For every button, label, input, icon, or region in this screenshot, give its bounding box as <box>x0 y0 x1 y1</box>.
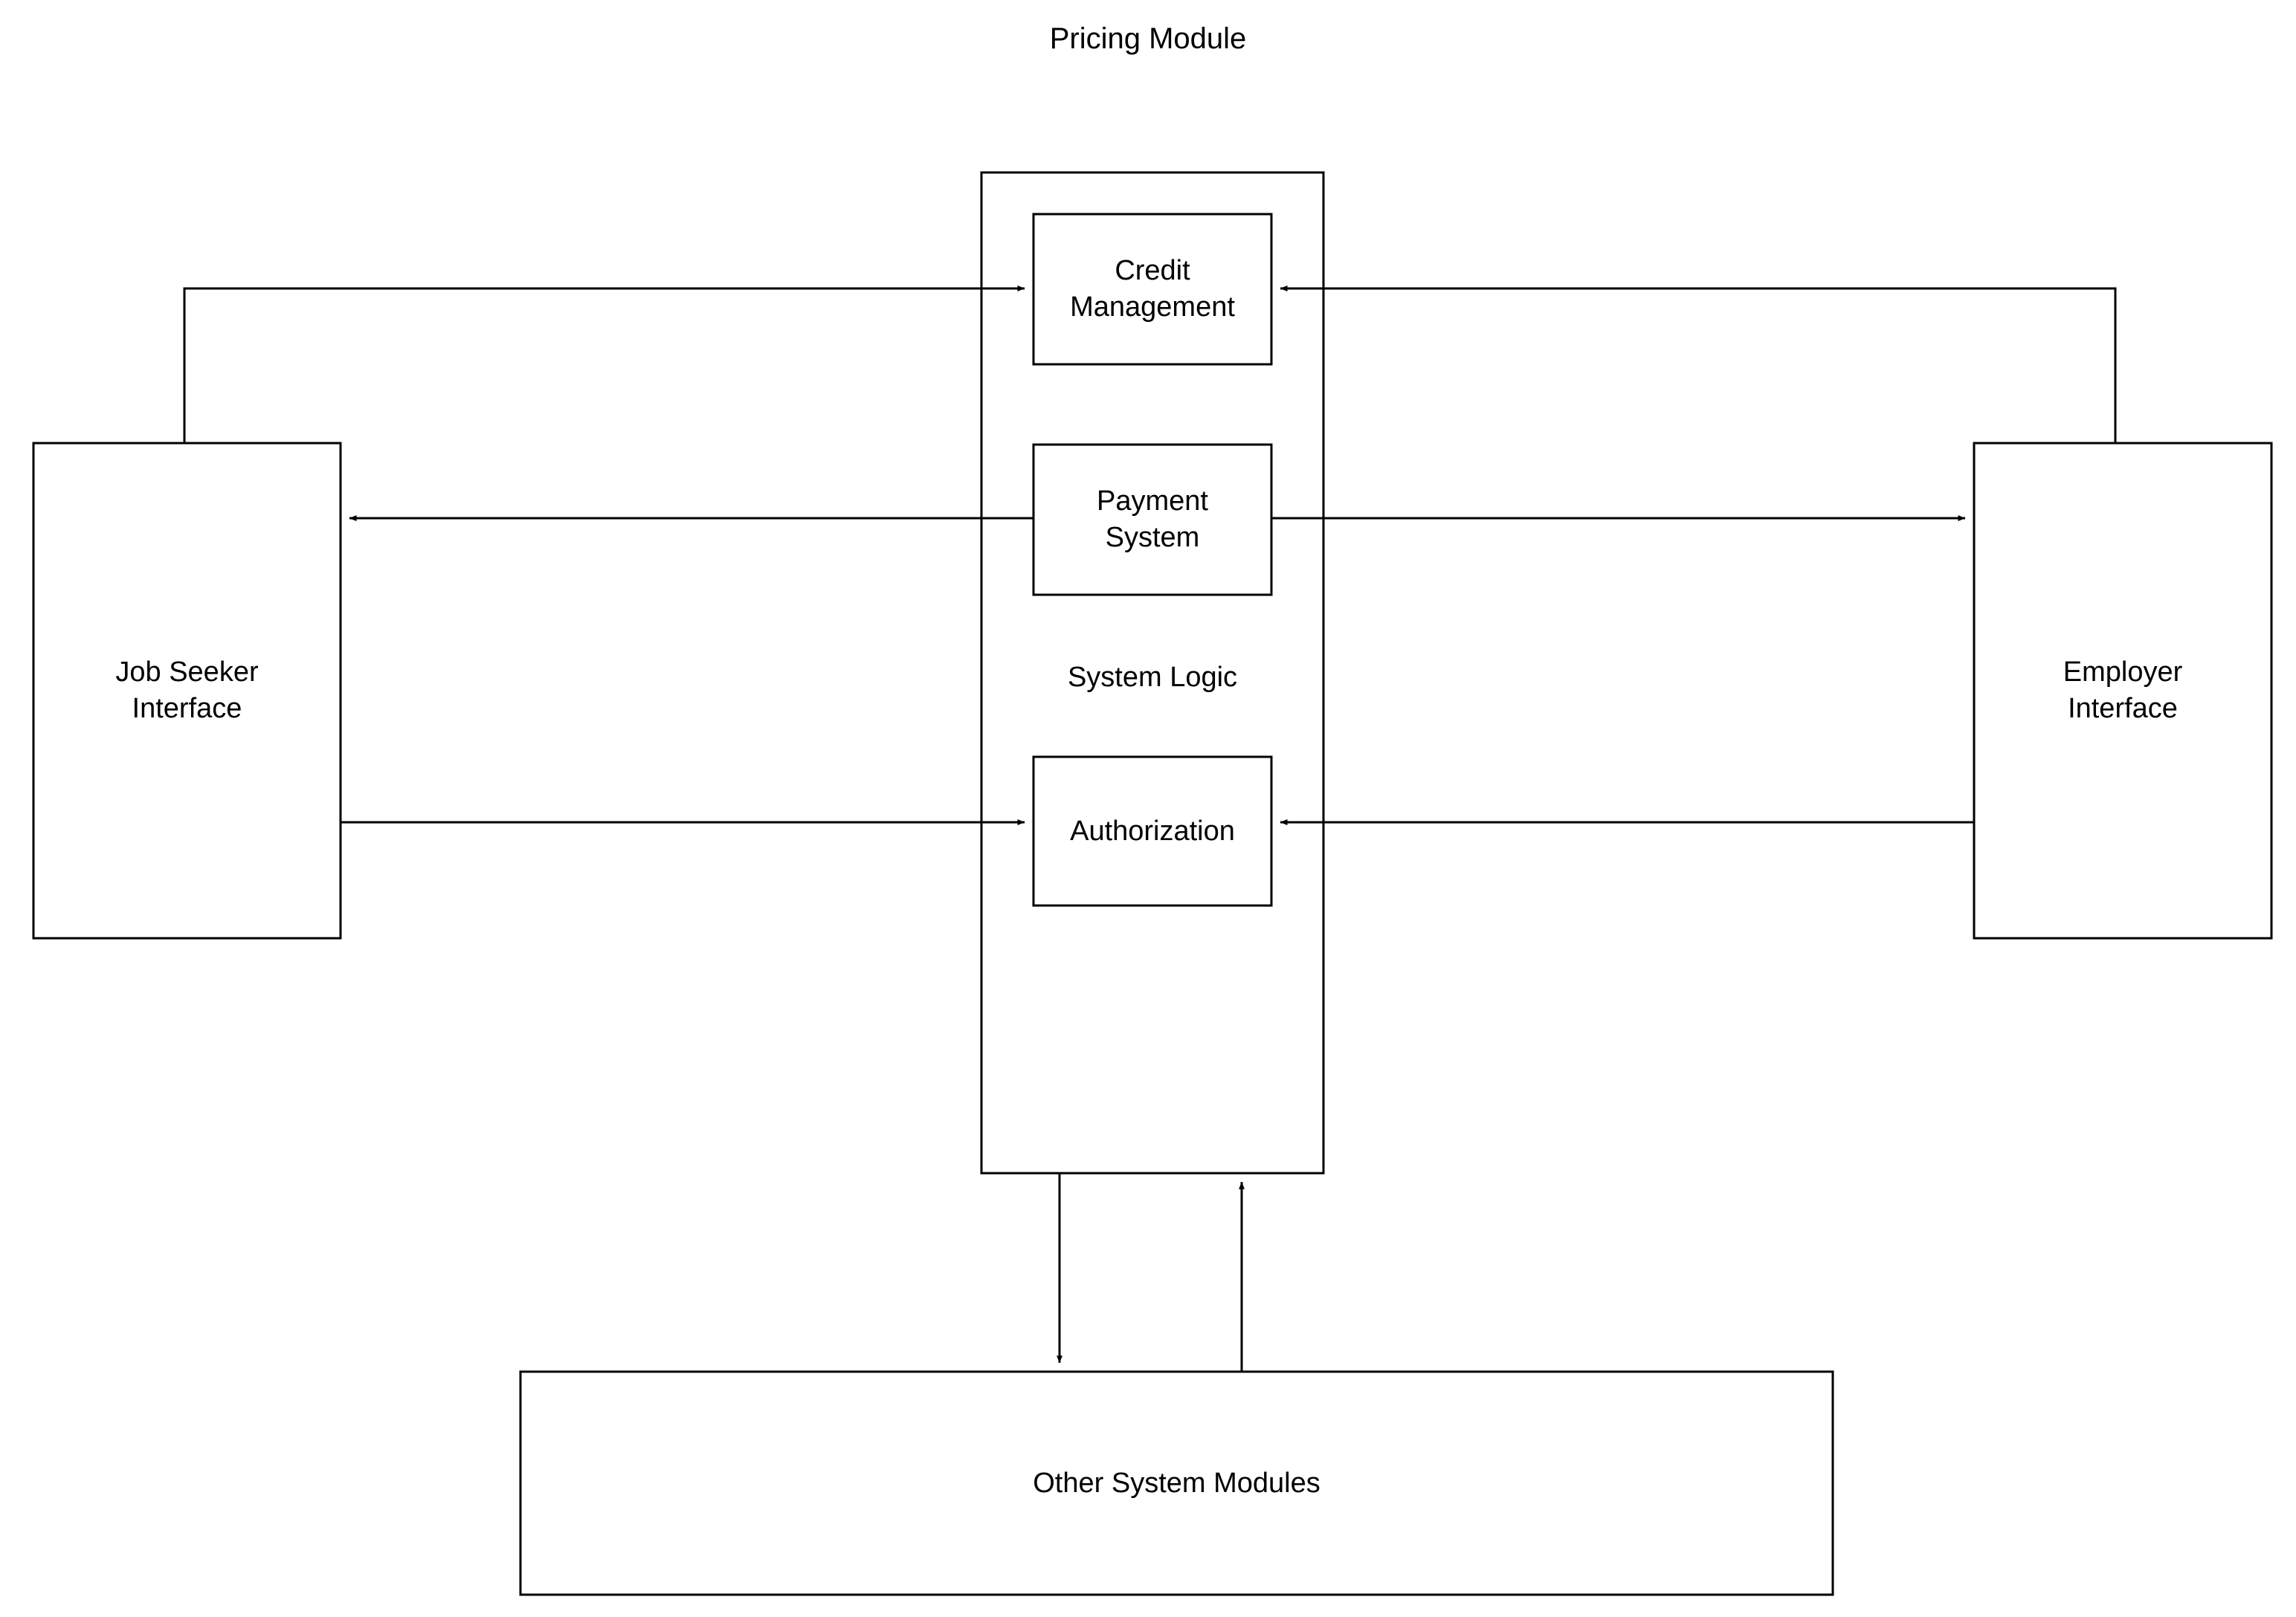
authorization-box-outline <box>1032 755 1273 907</box>
edge-jobseeker-to-credit-management <box>183 285 1025 443</box>
payment-system-box-outline <box>1032 443 1273 596</box>
employer-interface-box-outline <box>1973 442 2273 940</box>
edge-employer-to-credit-management <box>1280 285 2117 443</box>
other-system-modules-box-outline <box>519 1370 1834 1596</box>
job-seeker-interface-box-outline <box>32 442 342 940</box>
page-title: Pricing Module <box>1049 22 1247 55</box>
credit-management-box-outline <box>1032 213 1273 366</box>
system-logic-container-outline <box>980 171 1325 1175</box>
